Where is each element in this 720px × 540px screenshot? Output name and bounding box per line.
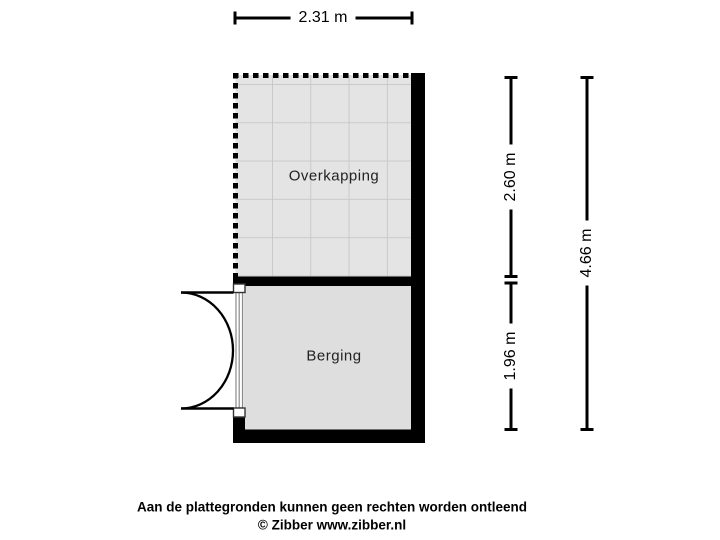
overkapping-tile-grid	[235, 75, 411, 277]
door-post-top	[232, 283, 246, 294]
door-swing-arcs	[180, 291, 235, 410]
double-door	[180, 283, 246, 418]
dim-label-top-width: 2.31 m	[290, 6, 356, 30]
footer-disclaimer: Aan de plattegronden kunnen geen rechten…	[136, 499, 528, 515]
wall-bottom	[233, 429, 425, 443]
wall-divider	[233, 276, 425, 286]
dim-label-total-height: 4.66 m	[575, 220, 599, 286]
walls	[233, 73, 425, 443]
dim-label-berging-height: 1.96 m	[499, 323, 523, 389]
room-berging	[243, 285, 411, 430]
dim-label-overkapping-height: 2.60 m	[499, 144, 523, 210]
door-post-bottom	[232, 407, 246, 418]
footer-credit: © Zibber www.zibber.nl	[257, 517, 407, 533]
room-label-berging: Berging	[306, 347, 362, 365]
berging-floor	[243, 285, 411, 430]
wall-right	[411, 73, 425, 443]
door-arc-bottom	[180, 350, 235, 410]
wall-left-stub	[233, 416, 245, 431]
room-label-overkapping: Overkapping	[288, 167, 380, 185]
room-overkapping	[233, 73, 411, 277]
door-arc-top	[180, 291, 235, 351]
